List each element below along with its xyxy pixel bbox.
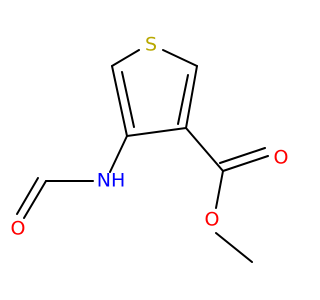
bond-c5-c4: [185, 65, 198, 129]
sulfur-atom-label: S: [145, 34, 157, 56]
bond-c3-c2: [111, 65, 128, 137]
bond-s-c5: [162, 49, 198, 67]
bond-formyl-c-o: [23, 180, 47, 219]
amine-nitrogen-label: NH: [97, 170, 126, 192]
bond-c5-c4-inner: [177, 74, 189, 125]
ester-oxygen-label: O: [205, 209, 220, 231]
molecule-structure: S NH O O O: [11, 34, 289, 263]
molecule-canvas: S NH O O O: [10, 33, 289, 263]
bond-c4-carbonyl-c: [185, 127, 224, 172]
bond-ester-o-methyl: [215, 232, 253, 263]
bond-carbonyl-c-o-double: [219, 147, 266, 164]
bond-formyl-c-o-double: [16, 177, 39, 215]
bond-c2-s: [111, 49, 140, 67]
bond-c4-c3: [126, 127, 187, 137]
bond-c3-c2-inner: [121, 71, 135, 128]
bond-carbonyl-c-ester-o: [215, 170, 224, 209]
bond-carbonyl-c-o: [222, 155, 269, 172]
formyl-oxygen-label: O: [11, 218, 26, 240]
carbonyl-oxygen-label: O: [274, 147, 289, 169]
bond-c3-n: [109, 135, 128, 173]
